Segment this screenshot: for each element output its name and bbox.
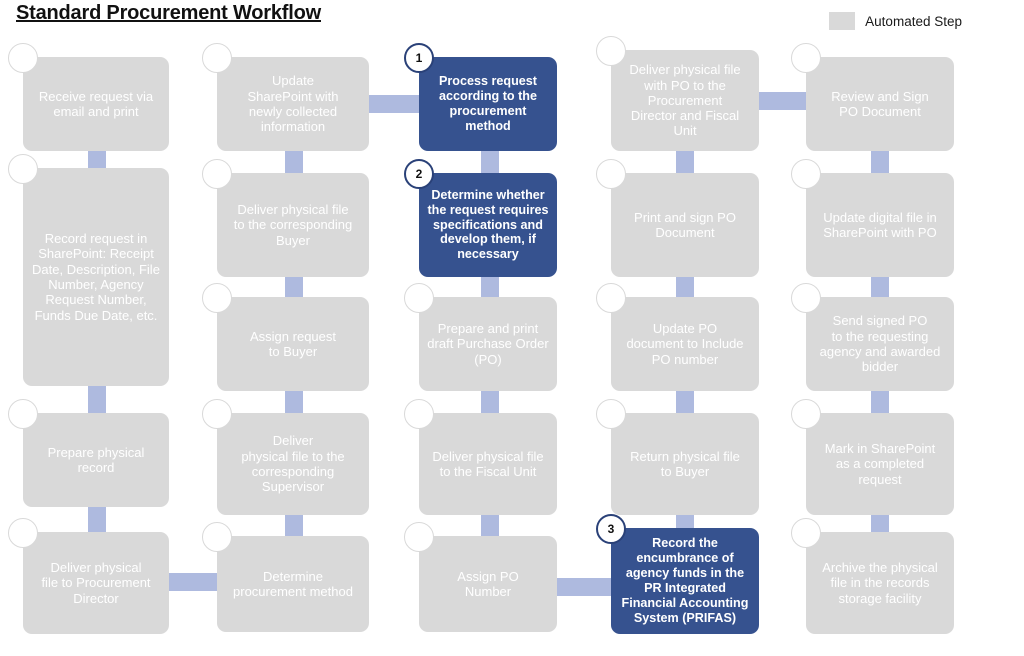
workflow-step-c5n4[interactable]: Mark in SharePoint as a completed reques… (791, 399, 954, 515)
step-corner-circle-icon (202, 522, 232, 552)
step-number-badge: 3 (596, 514, 626, 544)
connector (285, 274, 303, 300)
workflow-step-label: Deliver physical file to the Fiscal Unit (432, 448, 544, 479)
workflow-step-label: Deliver physical file with PO to the Pro… (629, 62, 741, 139)
legend: Automated Step (829, 12, 962, 30)
workflow-step-label: Update PO document to Include PO number (626, 321, 744, 367)
workflow-step-label: Assign PO Number (457, 568, 519, 599)
workflow-step-label: Return physical file to Buyer (630, 448, 740, 479)
workflow-step-label: Determine procurement method (233, 568, 353, 599)
workflow-step-c3n5[interactable]: Assign PO Number (404, 522, 557, 632)
step-corner-circle-icon (791, 159, 821, 189)
connector (676, 148, 694, 176)
step-number-badge: 2 (404, 159, 434, 189)
step-number-badge: 1 (404, 43, 434, 73)
workflow-step-label: Print and sign PO Document (634, 209, 736, 240)
step-corner-circle-icon (596, 36, 626, 66)
workflow-step-c2n4[interactable]: Deliver physical file to the correspondi… (202, 399, 369, 515)
workflow-step-label: Prepare and print draft Purchase Order (… (427, 321, 549, 367)
workflow-step-label: Assign request to Buyer (250, 328, 336, 359)
workflow-step-label: Record the encumbrance of agency funds i… (621, 536, 749, 625)
workflow-step-c3n3[interactable]: Prepare and print draft Purchase Order (… (404, 283, 557, 391)
workflow-step-c1n1[interactable]: Receive request via email and print (8, 43, 169, 151)
workflow-step-c2n1[interactable]: Update SharePoint with newly collected i… (202, 43, 369, 151)
connector (871, 148, 889, 176)
workflow-step-label: Receive request via email and print (38, 88, 154, 119)
workflow-step-c2n3[interactable]: Assign request to Buyer (202, 283, 369, 391)
workflow-step-c1n3[interactable]: Prepare physical record (8, 399, 169, 507)
workflow-step-label: Archive the physical file in the records… (822, 560, 938, 606)
workflow-step-c4n4[interactable]: Return physical file to Buyer (596, 399, 759, 515)
workflow-step-label: Process request according to the procure… (438, 74, 537, 133)
legend-label-automated-step: Automated Step (865, 13, 962, 29)
workflow-step-c2n5[interactable]: Determine procurement method (202, 522, 369, 632)
page-title: Standard Procurement Workflow (16, 2, 321, 24)
connector (88, 384, 106, 416)
workflow-step-label: Determine whether the request requires s… (427, 187, 549, 262)
connector (871, 274, 889, 300)
step-corner-circle-icon (202, 399, 232, 429)
workflow-step-c1n4[interactable]: Deliver physical file to Procurement Dir… (8, 518, 169, 634)
step-corner-circle-icon (791, 399, 821, 429)
step-corner-circle-icon (404, 399, 434, 429)
legend-swatch-automated-step (829, 12, 856, 30)
workflow-step-label: Update digital file in SharePoint with P… (823, 209, 937, 240)
connector (676, 388, 694, 416)
workflow-step-c1n2[interactable]: Record request in SharePoint: Receipt Da… (8, 154, 169, 386)
workflow-step-c4n1[interactable]: Deliver physical file with PO to the Pro… (596, 36, 759, 151)
step-corner-circle-icon (791, 43, 821, 73)
workflow-step-label: Prepare physical record (47, 444, 145, 475)
workflow-step-c2n2[interactable]: Deliver physical file to the correspondi… (202, 159, 369, 277)
workflow-step-label: Deliver physical file to the correspondi… (241, 433, 345, 495)
step-corner-circle-icon (8, 43, 38, 73)
connector (285, 148, 303, 176)
step-corner-circle-icon (596, 159, 626, 189)
step-corner-circle-icon (596, 283, 626, 313)
step-corner-circle-icon (202, 159, 232, 189)
step-corner-circle-icon (404, 522, 434, 552)
connector (88, 504, 106, 534)
connector (88, 148, 106, 172)
connector (481, 148, 499, 176)
workflow-step-c5n1[interactable]: Review and Sign PO Document (791, 43, 954, 151)
connector (369, 95, 421, 113)
connector (556, 578, 612, 596)
workflow-step-c5n5[interactable]: Archive the physical file in the records… (791, 518, 954, 634)
connector (481, 512, 499, 538)
connector (285, 512, 303, 538)
workflow-step-label: Send signed PO to the requesting agency … (819, 313, 941, 375)
connector (757, 92, 809, 110)
connector (285, 388, 303, 416)
step-corner-circle-icon (791, 518, 821, 548)
workflow-step-c5n2[interactable]: Update digital file in SharePoint with P… (791, 159, 954, 277)
step-corner-circle-icon (202, 283, 232, 313)
workflow-step-label: Deliver physical file to Procurement Dir… (41, 560, 151, 606)
connector (169, 573, 219, 591)
connector (676, 274, 694, 300)
step-corner-circle-icon (8, 154, 38, 184)
step-corner-circle-icon (404, 283, 434, 313)
connector (871, 388, 889, 416)
workflow-step-c5n3[interactable]: Send signed PO to the requesting agency … (791, 283, 954, 391)
workflow-step-c3n4[interactable]: Deliver physical file to the Fiscal Unit (404, 399, 557, 515)
connector (481, 274, 499, 300)
workflow-step-c4n2[interactable]: Print and sign PO Document (596, 159, 759, 277)
workflow-step-label: Update SharePoint with newly collected i… (247, 73, 339, 135)
step-corner-circle-icon (8, 518, 38, 548)
step-corner-circle-icon (596, 399, 626, 429)
workflow-step-label: Record request in SharePoint: Receipt Da… (32, 231, 160, 323)
connector (481, 388, 499, 416)
workflow-step-c4n3[interactable]: Update PO document to Include PO number (596, 283, 759, 391)
workflow-step-label: Mark in SharePoint as a completed reques… (824, 441, 936, 487)
step-corner-circle-icon (8, 399, 38, 429)
step-corner-circle-icon (202, 43, 232, 73)
workflow-step-label: Review and Sign PO Document (831, 88, 929, 119)
step-corner-circle-icon (791, 283, 821, 313)
workflow-step-label: Deliver physical file to the correspondi… (233, 202, 353, 248)
